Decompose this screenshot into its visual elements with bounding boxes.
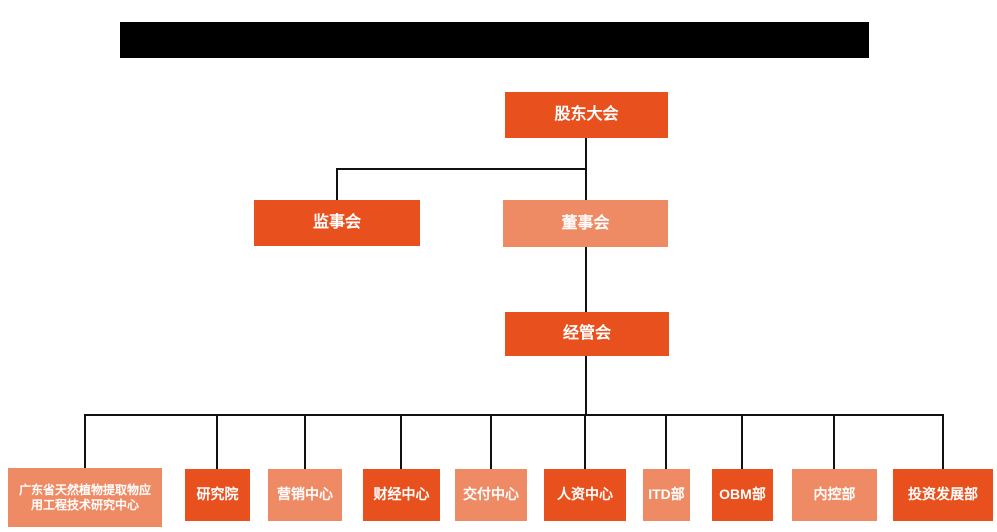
- org-node-hr-center: 人资中心: [544, 469, 626, 521]
- org-node-label: ITD部: [648, 486, 685, 503]
- connector-children-rail: [84, 414, 943, 416]
- connector-child-drop: [833, 414, 835, 469]
- connector-supervisory-drop: [336, 168, 338, 200]
- connector-child-drop: [216, 414, 218, 469]
- org-node-label: 广东省天然植物提取物应用工程技术研究中心: [18, 482, 151, 512]
- connector-child-drop: [400, 414, 402, 469]
- connector-child-drop: [741, 414, 743, 469]
- connector-management-to-rail: [585, 356, 587, 415]
- org-node-internal-control-department: 内控部: [792, 469, 877, 521]
- org-node-label: 监事会: [312, 214, 361, 231]
- org-node-label: OBM部: [719, 486, 766, 503]
- redacted-title-bar: [120, 22, 869, 58]
- org-node-label: 内控部: [813, 486, 856, 503]
- org-node-label: 董事会: [561, 214, 610, 232]
- org-node-label: 投资发展部: [908, 486, 978, 503]
- org-node-label: 财经中心: [373, 486, 430, 503]
- org-node-shareholders-meeting: 股东大会: [505, 92, 668, 138]
- connector-board-to-management: [585, 247, 587, 312]
- connector-child-drop: [84, 414, 86, 469]
- org-node-gd-research-center: 广东省天然植物提取物应用工程技术研究中心: [8, 468, 162, 527]
- org-node-delivery-center: 交付中心: [455, 469, 527, 521]
- org-node-marketing-center: 营销中心: [268, 469, 342, 521]
- connector-child-drop: [490, 414, 492, 469]
- org-node-itd-department: ITD部: [643, 469, 690, 521]
- org-node-obm-department: OBM部: [712, 469, 773, 521]
- org-node-management-committee: 经管会: [505, 312, 669, 356]
- connector-child-drop: [304, 414, 306, 469]
- org-node-label: 交付中心: [463, 486, 519, 503]
- connector-child-drop: [665, 414, 667, 469]
- connector-branch-horizontal: [336, 168, 587, 170]
- org-node-investment-development-department: 投资发展部: [893, 469, 993, 521]
- org-node-label: 股东大会: [554, 106, 619, 123]
- org-node-label: 人资中心: [557, 486, 613, 503]
- connector-child-drop: [584, 414, 586, 469]
- connector-child-drop: [942, 414, 944, 469]
- org-node-label: 经管会: [562, 325, 611, 342]
- org-node-finance-center: 财经中心: [363, 469, 440, 521]
- org-node-research-institute: 研究院: [185, 469, 250, 521]
- connector-board-drop: [585, 168, 587, 200]
- org-node-label: 营销中心: [277, 486, 333, 503]
- connector-root-drop: [585, 138, 587, 170]
- org-node-board-of-directors: 董事会: [503, 200, 668, 247]
- org-node-supervisory-board: 监事会: [254, 200, 420, 246]
- org-node-label: 研究院: [196, 486, 239, 503]
